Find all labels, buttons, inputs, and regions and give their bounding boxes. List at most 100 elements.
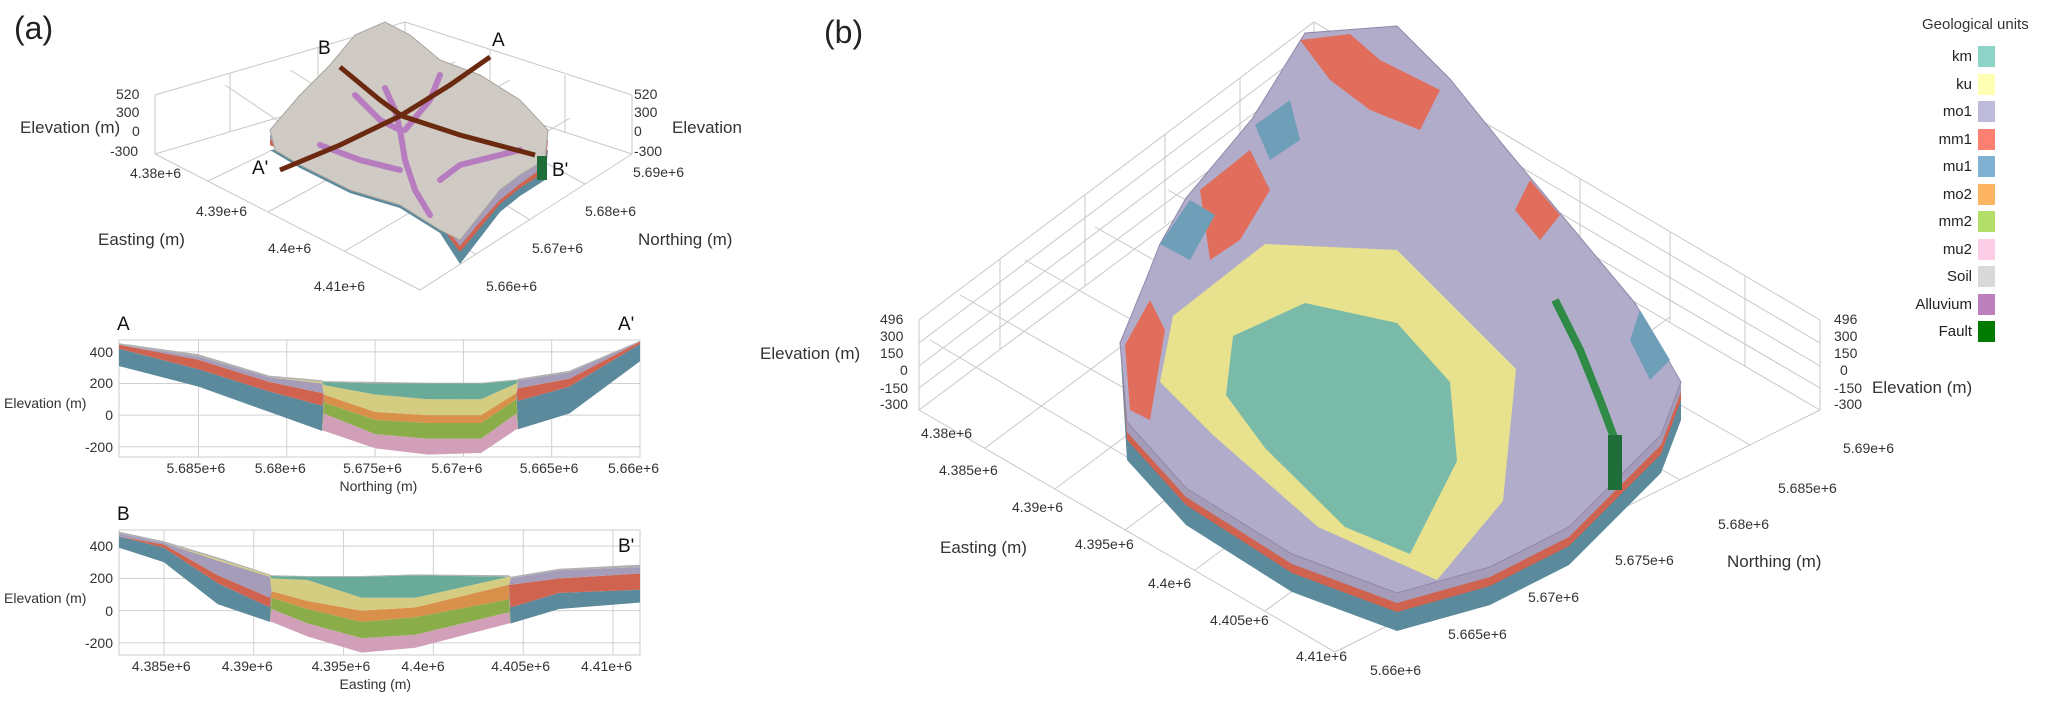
legend-label: Alluvium <box>1915 295 1972 313</box>
legend-swatch-mu2 <box>1978 238 1995 260</box>
easting-tick-a: 4.41e+6 <box>314 278 365 294</box>
layer-mm2 <box>119 547 640 639</box>
easting-tick-a: 4.38e+6 <box>130 165 181 181</box>
northing-tick-b: 5.67e+6 <box>1528 589 1579 605</box>
layer-mo2 <box>119 361 640 431</box>
ztick-left-b: 150 <box>880 345 904 361</box>
terrain-b <box>1119 25 1682 631</box>
layer-mo2 <box>119 547 640 624</box>
ztick-right-a: 520 <box>634 86 658 102</box>
terrain-a <box>269 21 549 264</box>
section-end-label: A' <box>618 314 635 335</box>
northing-tick-b: 5.69e+6 <box>1843 440 1894 456</box>
legend-label: mu1 <box>1942 158 1972 175</box>
easting-tick-b: 4.41e+6 <box>1296 648 1347 664</box>
fault-marker-a <box>537 156 547 180</box>
layer-mu2 <box>119 361 640 455</box>
legend-label: mm2 <box>1938 213 1972 230</box>
x-tick-label: 5.675e+6 <box>343 460 402 476</box>
ztick-left-a: 300 <box>116 104 140 120</box>
y-tick-label: -200 <box>84 438 113 455</box>
x-tick-label: 4.395e+6 <box>311 658 371 674</box>
ztick-left-b: 300 <box>880 328 904 344</box>
legend-swatch-mo2 <box>1978 183 1995 205</box>
layer-mo1 <box>119 533 640 611</box>
y-axis-label: Elevation (m) <box>4 394 87 411</box>
layer-mu1 <box>119 344 640 431</box>
ztick-left-b: -150 <box>880 380 909 396</box>
legend-label: mm1 <box>1938 130 1972 148</box>
layer-km <box>119 341 640 400</box>
ztick-left-b: -300 <box>880 396 909 412</box>
x-axis-label: Easting (m) <box>339 676 412 692</box>
legend-label: mu2 <box>1942 240 1972 258</box>
x-tick-label: 4.385e+6 <box>131 658 191 674</box>
easting-tick-b: 4.4e+6 <box>1148 575 1192 591</box>
legend-swatch-mo1 <box>1978 101 1995 122</box>
easting-label-b: Easting (m) <box>940 538 1027 557</box>
y-tick-label: -200 <box>84 634 113 651</box>
x-tick-label: 4.39e+6 <box>221 658 273 674</box>
easting-tick-b: 4.39e+6 <box>1012 499 1063 515</box>
northing-label-b: Northing (m) <box>1727 552 1822 571</box>
x-tick-label: 4.41e+6 <box>581 658 633 674</box>
ztick-left-b: 496 <box>880 311 904 327</box>
section-end-label: B' <box>618 536 635 557</box>
fault-trace <box>1551 298 1619 442</box>
x-tick-label: 5.685e+6 <box>166 460 226 476</box>
ztick-right-b: 300 <box>1834 328 1858 344</box>
y-tick-label: 200 <box>89 375 113 392</box>
x-tick-label: 5.66e+6 <box>608 460 659 476</box>
legend-swatch-ku <box>1978 73 1995 95</box>
northing-tick-b: 5.685e+6 <box>1778 480 1837 496</box>
section-line-b <box>338 65 536 158</box>
northing-tick-b: 5.665e+6 <box>1448 626 1507 642</box>
legend-label: mo1 <box>1942 103 1972 120</box>
ztick-right-a: -300 <box>634 143 663 159</box>
legend-swatch-fault <box>1978 321 1995 342</box>
y-tick-label: 200 <box>89 570 113 587</box>
easting-tick-b: 4.385e+6 <box>939 462 998 478</box>
legend-label: ku <box>1956 75 1972 93</box>
section-label-a-prime: A' <box>252 158 269 179</box>
layer-soil <box>119 340 640 384</box>
ztick-left-a: -300 <box>110 143 139 159</box>
legend-swatch-mm2 <box>1978 211 1995 232</box>
northing-tick-a: 5.69e+6 <box>633 164 684 180</box>
layer-mm2 <box>119 361 640 439</box>
x-tick-label: 5.67e+6 <box>431 460 483 476</box>
fault-column <box>1608 435 1622 490</box>
elevation-label-right-b: Elevation (m) <box>1872 378 1973 397</box>
ztick-right-b: 0 <box>1840 362 1848 378</box>
legend-swatch-mm1 <box>1978 128 1995 150</box>
northing-tick-a: 5.66e+6 <box>486 278 537 294</box>
layer-mo1 <box>119 341 640 416</box>
legend-title: Geological units <box>1922 16 2029 33</box>
layer-mu1 <box>119 536 640 624</box>
x-tick-label: 5.665e+6 <box>519 460 579 476</box>
panel-b-label: (b) <box>824 14 864 50</box>
ztick-right-b: -300 <box>1834 396 1863 412</box>
easting-tick-a: 4.4e+6 <box>268 240 312 256</box>
panel-a-label: (a) <box>14 10 54 46</box>
easting-tick-a: 4.39e+6 <box>196 203 247 219</box>
ztick-left-a: 0 <box>132 123 140 139</box>
x-tick-label: 4.4e+6 <box>401 658 445 674</box>
easting-tick-b: 4.38e+6 <box>921 425 972 441</box>
x-tick-label: 5.68e+6 <box>254 460 306 476</box>
legend-label: Soil <box>1946 268 1972 285</box>
x-axis-label: Northing (m) <box>339 478 418 494</box>
ztick-right-a: 300 <box>634 104 658 120</box>
km-zone <box>1226 303 1457 554</box>
easting-tick-b: 4.395e+6 <box>1075 536 1134 552</box>
layer-ku <box>119 341 640 416</box>
northing-tick-b: 5.66e+6 <box>1370 662 1421 678</box>
legend-swatch-soil <box>1978 266 1995 287</box>
elevation-label-left-a: Elevation (m) <box>20 118 121 137</box>
legend-swatch-km <box>1978 46 1995 67</box>
ztick-right-a: 0 <box>634 123 642 139</box>
northing-tick-a: 5.68e+6 <box>585 203 636 219</box>
